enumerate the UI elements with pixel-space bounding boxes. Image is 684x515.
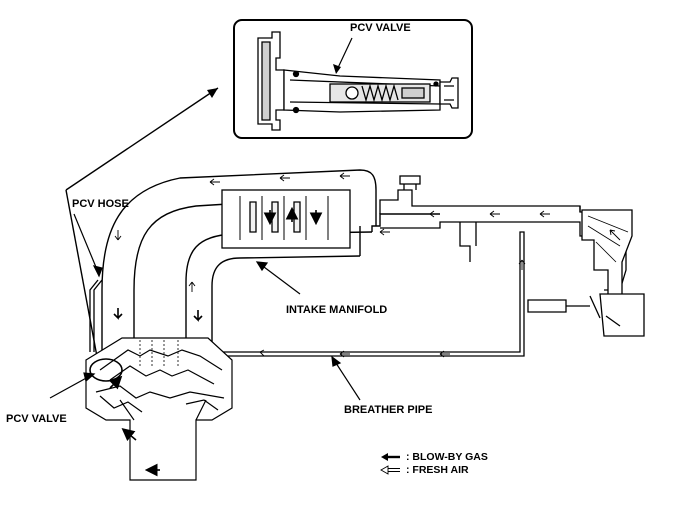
fresh-air-arrows (114, 172, 621, 358)
engine (85, 337, 233, 481)
legend-fresh-air: : FRESH AIR (380, 464, 469, 476)
legend-fresh-air-text: : FRESH AIR (406, 464, 469, 476)
label-leaders (49, 213, 361, 401)
pcv-hose (89, 279, 103, 352)
breather-pipe-label: BREATHER PIPE (344, 404, 433, 416)
pcv-hose-label: PCV HOSE (72, 198, 129, 210)
fresh-air-arrow-icon (380, 465, 400, 475)
inset-title-label: PCV VALVE (350, 22, 411, 34)
legend-blow-by: : BLOW-BY GAS (380, 451, 488, 463)
blow-by-arrows (108, 206, 323, 477)
intake-manifold-label: INTAKE MANIFOLD (286, 304, 388, 316)
air-duct (379, 175, 645, 337)
plenum (221, 189, 351, 249)
legend-blow-by-text: : BLOW-BY GAS (406, 451, 488, 463)
pcv-valve-label: PCV VALVE (6, 413, 67, 425)
breather-pipe (213, 231, 525, 357)
blow-by-arrow-icon (381, 453, 400, 461)
pcv-valve-cutaway (257, 31, 459, 131)
inset-leader (65, 37, 353, 363)
